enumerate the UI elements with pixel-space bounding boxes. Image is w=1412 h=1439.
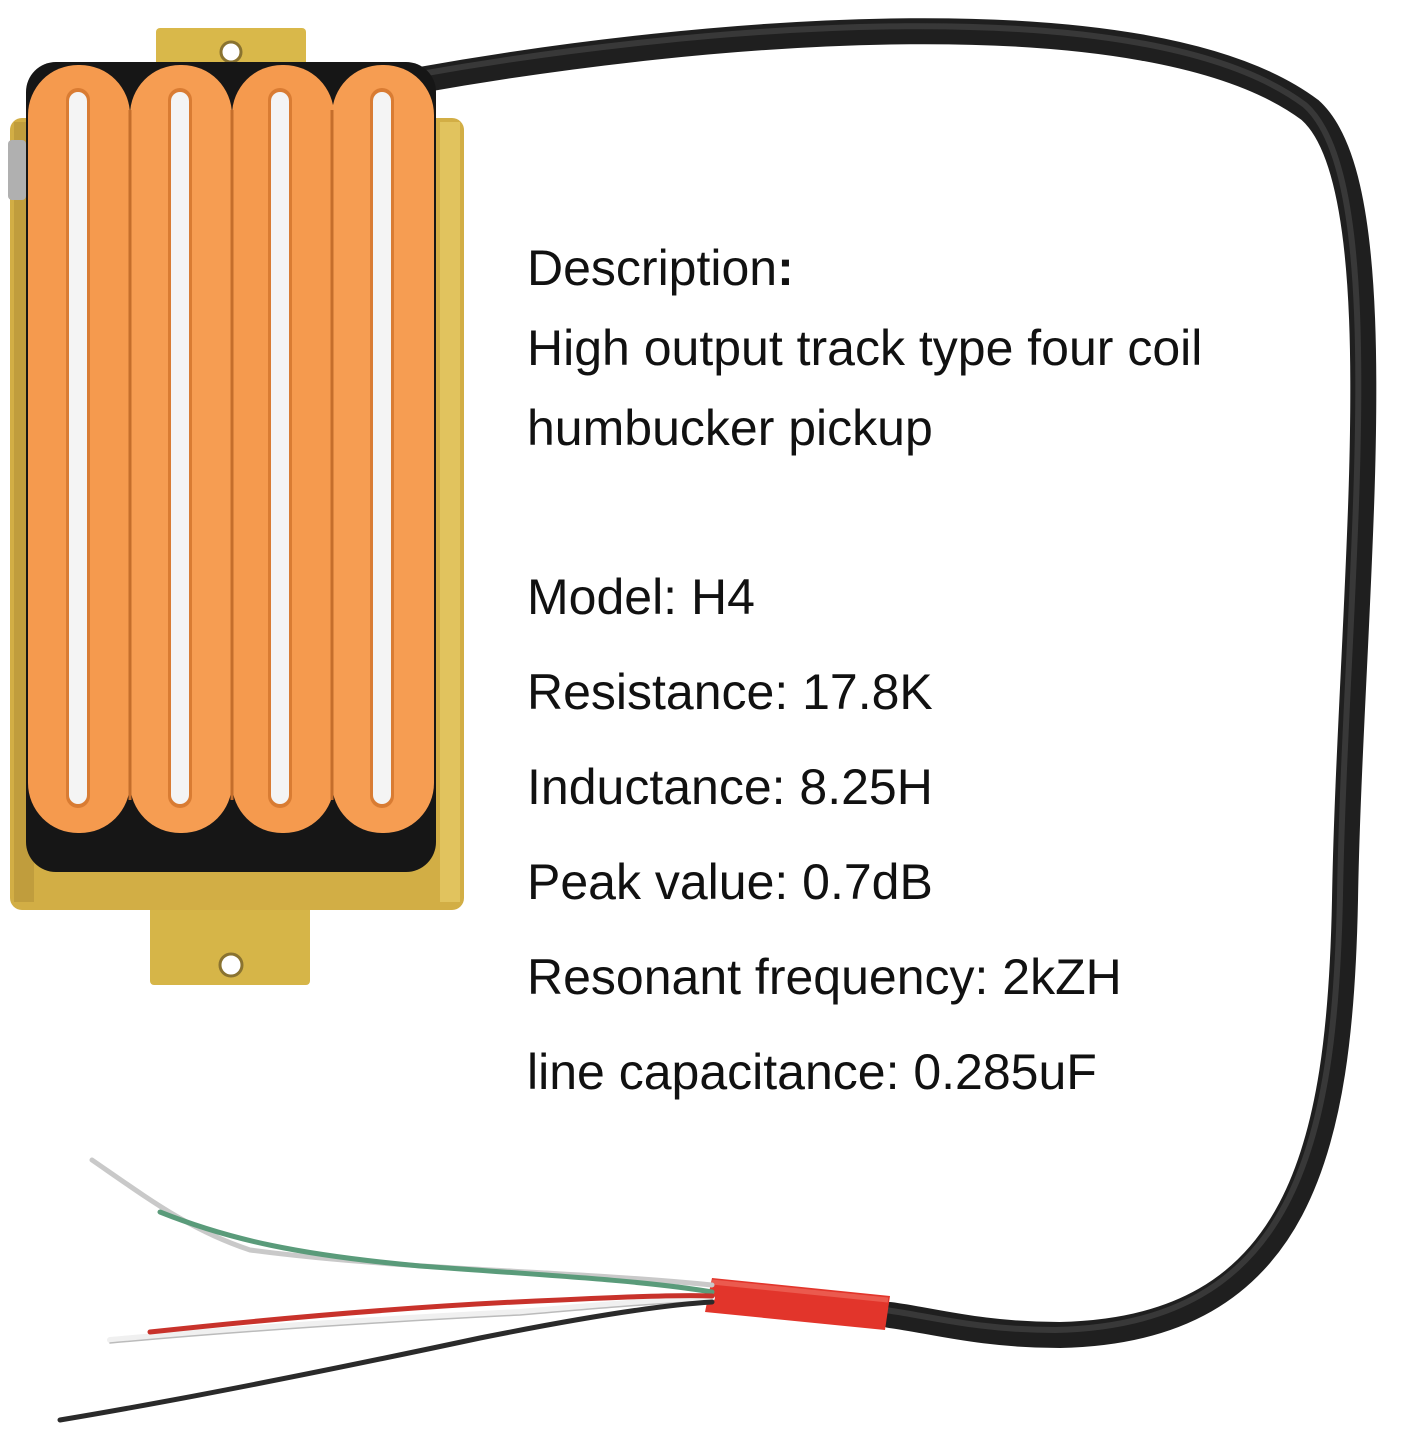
spec-model: Model: H4 xyxy=(527,569,755,625)
bobbin-2 xyxy=(130,65,232,833)
bobbin-1 xyxy=(28,65,130,833)
spec-resistance: Resistance: 17.8K xyxy=(527,664,933,720)
spec-line-capacitance: line capacitance: 0.285uF xyxy=(527,1044,1097,1100)
spec-peak-value: Peak value: 0.7dB xyxy=(527,854,933,910)
spec-resonant-frequency: Resonant frequency: 2kZH xyxy=(527,949,1122,1005)
spec-text-block: Description: High output track type four… xyxy=(527,228,1327,1120)
spec-inductance: Inductance: 8.25H xyxy=(527,759,933,815)
lead-wires xyxy=(57,1157,715,1423)
pickup-bobbins xyxy=(28,65,434,833)
bobbin-3 xyxy=(232,65,334,833)
bobbin-4 xyxy=(332,65,434,833)
description-line-1: High output track type four coil xyxy=(527,320,1203,376)
pickup-cable xyxy=(407,18,1377,1349)
description-heading: Description: xyxy=(527,240,794,296)
heatshrink-sleeve xyxy=(705,1278,890,1330)
description-line-2: humbucker pickup xyxy=(527,400,933,456)
